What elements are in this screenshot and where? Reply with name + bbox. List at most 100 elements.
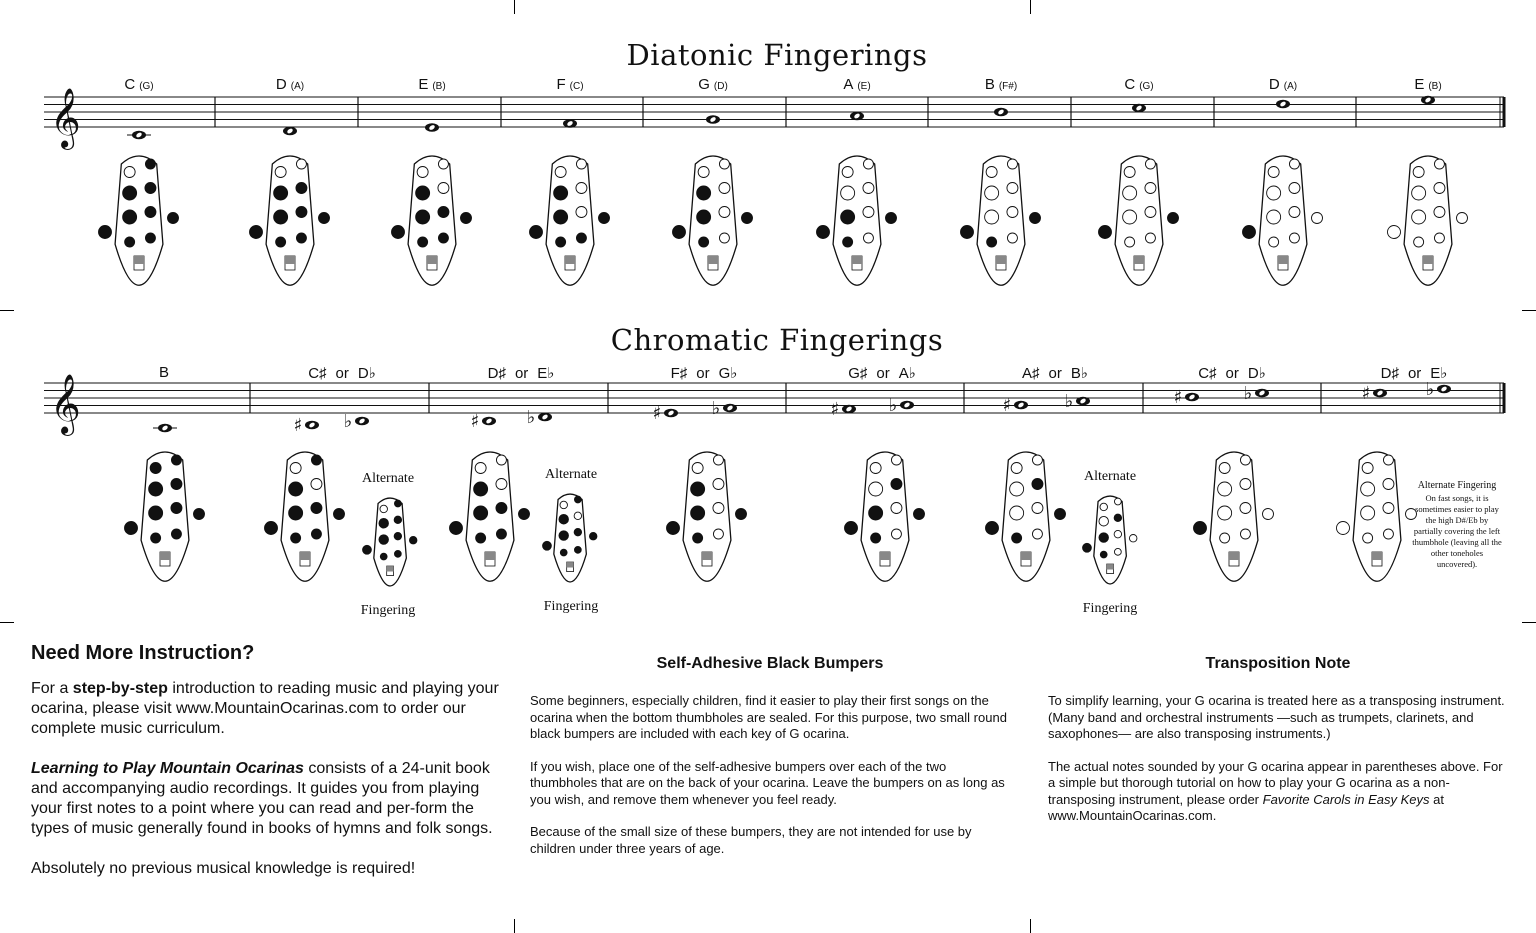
tone-hole [712,502,725,514]
tone-hole [1288,158,1300,170]
ocarina-diagram [816,155,897,286]
side-note-body: On fast songs, it is sometimes easier to… [1412,493,1502,569]
tone-hole [393,515,402,525]
tone-hole [474,462,487,474]
tone-hole [1031,478,1044,490]
tone-hole [1122,185,1138,201]
tone-hole [862,158,874,170]
whole-note [842,404,856,414]
left-thumbhole [124,521,138,535]
tone-hole [473,481,489,497]
tone-hole [690,481,706,497]
note-hole [998,109,1004,115]
tone-hole [573,511,582,521]
note-hole [854,113,860,119]
ocarina-diagram [985,451,1066,582]
tone-hole [1009,505,1025,521]
tone-hole [718,182,731,194]
tone-hole [573,545,582,554]
tone-hole [575,206,588,218]
whole-note [1437,384,1451,394]
tone-hole [393,499,402,508]
whole-note [538,412,552,422]
tone-hole [1239,478,1252,490]
windway-fill [300,552,310,560]
bumpers-paragraph: Because of the small size of these bumpe… [530,824,972,856]
right-thumbhole [1456,212,1468,224]
tone-hole [862,182,875,194]
fingering-label: Fingering [543,599,599,614]
note-hole [1280,101,1286,107]
right-thumbhole [460,212,472,224]
whole-note [723,403,737,413]
right-thumbhole [741,212,753,224]
tone-hole [1266,209,1282,225]
bumpers-paragraph: Some beginners, especially children, fin… [530,693,1007,741]
tone-hole [1144,232,1156,244]
windway-fill [1134,256,1144,264]
tone-hole [890,502,903,514]
sharp-sign: ♯ [653,403,662,424]
tone-hole [1362,532,1374,544]
tone-hole [170,478,183,490]
tone-hole [554,166,567,178]
instruction-column: Need More Instruction? For a step-by-ste… [31,642,511,899]
flat-sign: ♭ [1426,379,1435,400]
ocarina-diagram [1336,451,1417,582]
tone-hole [495,454,507,466]
whole-note [1421,95,1435,105]
ocarina-diagram [264,451,345,582]
note-hole [668,410,674,416]
tone-hole [890,454,902,466]
whole-note [994,107,1008,117]
tone-hole [1360,481,1376,497]
tone-hole [553,209,569,225]
tone-hole [495,502,508,514]
tone-hole [170,528,182,540]
fingering-label: Fingering [360,603,416,618]
tone-hole [124,236,136,248]
right-thumbhole [193,508,205,520]
alternate-ocarina-diagram [541,493,598,583]
tone-hole [575,182,588,194]
tone-hole [1098,516,1109,527]
tone-hole [393,531,402,541]
left-thumbhole [1193,521,1207,535]
right-thumbhole [1262,508,1274,520]
note-hole [567,121,573,126]
tone-hole [984,209,1000,225]
tone-hole [1266,185,1282,201]
tone-hole [1113,497,1122,506]
right-thumbhole [913,508,925,520]
ocarina-diagram [249,155,330,286]
tone-hole [553,185,569,201]
note-hole [727,405,733,411]
tone-hole [558,530,569,541]
tone-hole [718,206,731,218]
tone-hole [1122,209,1138,225]
crop-mark [0,310,14,311]
tone-hole [1031,528,1043,540]
right-thumbhole [1167,212,1179,224]
tone-hole [275,236,287,248]
left-thumbhole [1242,225,1256,239]
tone-hole [712,478,725,490]
tone-hole [437,182,450,194]
note-hole [1441,386,1447,392]
tone-hole [416,166,429,178]
crop-mark [1030,919,1031,933]
tone-hole [415,185,431,201]
tone-hole [1098,532,1109,543]
ocarina-diagram [1193,451,1274,582]
tone-hole [1144,182,1157,194]
diatonic-title: Diatonic Fingerings [626,38,928,72]
tone-hole [437,232,449,244]
tone-hole [295,232,307,244]
alternate-label: Alternate [544,467,598,482]
right-thumbhole [1311,212,1323,224]
note-hole [1018,402,1024,408]
fingering-label: Fingering [1082,601,1138,616]
side-note-title: Alternate Fingering [1417,480,1497,491]
tone-hole [575,232,587,244]
tone-hole [573,527,582,537]
